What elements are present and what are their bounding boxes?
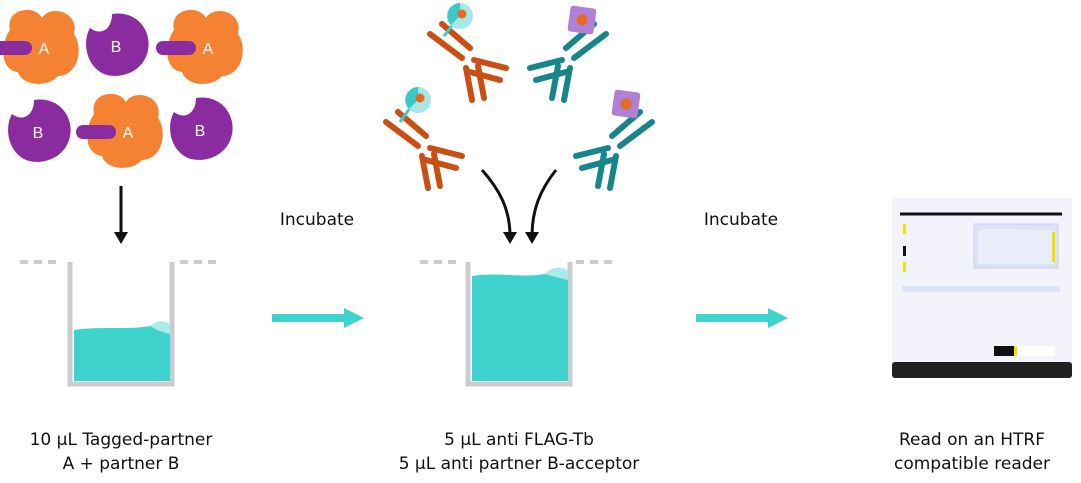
htrf-reader-icon bbox=[892, 198, 1072, 378]
down-arrow-icon bbox=[114, 186, 128, 244]
protein-a-icon bbox=[76, 93, 163, 168]
step1-caption: 10 µL Tagged-partner A + partner B bbox=[10, 428, 232, 476]
step2-caption-line2: 5 µL anti partner B-acceptor bbox=[398, 454, 640, 474]
curved-arrow-icon bbox=[525, 169, 558, 244]
incubate-label: Incubate bbox=[280, 210, 354, 230]
protein-b-icon bbox=[170, 97, 233, 160]
right-arrow-icon bbox=[696, 308, 788, 328]
antibody-acceptor-icon bbox=[530, 5, 606, 100]
antibody-donor-icon bbox=[430, 3, 506, 100]
right-arrow-icon bbox=[272, 308, 364, 328]
step3-caption-line2: compatible reader bbox=[893, 454, 1050, 474]
step2-caption: 5 µL anti FLAG-Tb 5 µL anti partner B-ac… bbox=[369, 428, 669, 476]
step3-caption: Read on an HTRF compatible reader bbox=[872, 428, 1072, 476]
microplate-well-icon bbox=[20, 260, 222, 387]
antibody-acceptor-icon bbox=[576, 89, 652, 188]
protein-b-icon bbox=[8, 99, 71, 162]
incubate-label: Incubate bbox=[704, 210, 778, 230]
protein-b-icon bbox=[86, 13, 149, 76]
curved-arrow-icon bbox=[480, 168, 517, 244]
step1-caption-line1: 10 µL Tagged-partner bbox=[29, 430, 213, 450]
protein-a-icon bbox=[0, 9, 79, 84]
step2-caption-line1: 5 µL anti FLAG-Tb bbox=[444, 430, 594, 450]
microplate-well-icon bbox=[420, 260, 618, 387]
step1-caption-line2: A + partner B bbox=[62, 454, 180, 474]
antibody-donor-icon bbox=[386, 87, 462, 188]
protein-a-icon bbox=[156, 9, 243, 84]
step3-caption-line1: Read on an HTRF bbox=[898, 430, 1046, 450]
